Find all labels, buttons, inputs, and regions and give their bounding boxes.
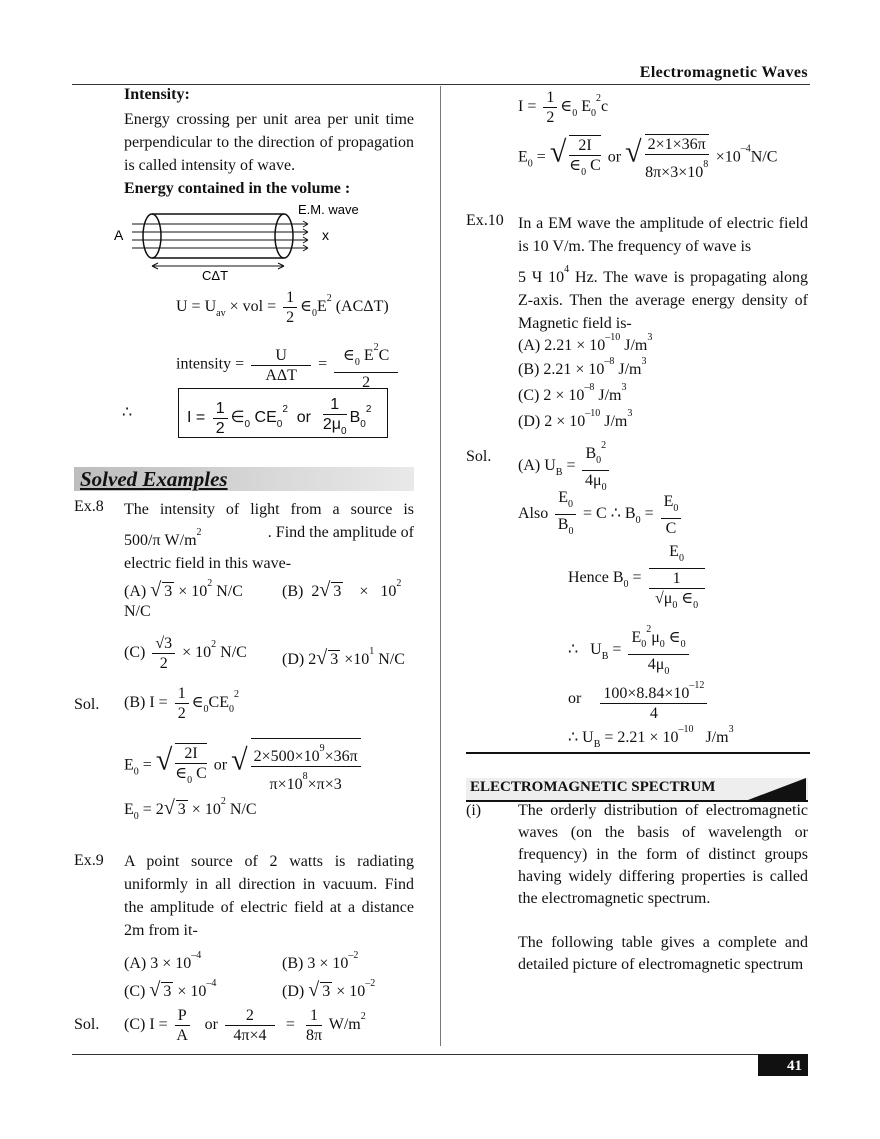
ex9-option-a: (A) 3 × 10–4 — [124, 950, 202, 972]
ex8-option-d: (D) 2√3 ×101 N/C — [282, 646, 405, 669]
column-divider — [440, 86, 441, 1046]
ex9-label: Ex.9 — [74, 852, 104, 869]
em-wave-cylinder-figure: E.M. wave A x CΔT — [114, 202, 359, 282]
ex9-option-d: (D) √3 × 10–2 — [282, 978, 376, 1001]
ex9-question: A point source of 2 watts is radiating u… — [124, 853, 414, 939]
spectrum-definition: The orderly distribution of electromagne… — [518, 802, 808, 907]
spectrum-table-intro: The following table gives a complete and… — [518, 934, 808, 973]
x-axis-label: x — [322, 227, 329, 243]
page-number: 41 — [758, 1054, 808, 1076]
intensity-definition: Energy crossing per unit area per unit t… — [124, 111, 414, 174]
ex8-sol-result: E0 = 2√3 × 102 N/C — [124, 796, 257, 822]
ex10-question: In a EM wave the amplitude of electric f… — [518, 215, 808, 332]
ex9-sol-label: Sol. — [74, 1016, 100, 1033]
title-bar-wedge — [748, 778, 806, 800]
section-rule — [466, 752, 810, 754]
ex8-question: The intensity of light from a source is … — [124, 501, 414, 572]
ex10-option-c: (C) 2 × 10–8 J/m3 — [518, 382, 627, 404]
em-wave-label: E.M. wave — [298, 202, 359, 217]
ex8-label: Ex.8 — [74, 498, 104, 515]
header-rule — [72, 84, 810, 85]
ex10-option-d: (D) 2 × 10–10 J/m3 — [518, 408, 633, 430]
spectrum-title-bar: ELECTROMAGNETIC SPECTRUM — [466, 778, 808, 802]
intensity-heading: Intensity: — [124, 86, 190, 103]
page-header-title: Electromagnetic Waves — [639, 64, 808, 81]
ex10-sol-label: Sol. — [466, 448, 492, 465]
spectrum-item-i: (i) — [466, 802, 482, 819]
ex10-option-a: (A) 2.21 × 10–10 J/m3 — [518, 332, 653, 354]
ex8-option-a: (A) √3 × 102 N/C — [124, 578, 243, 601]
ex10-option-b: (B) 2.21 × 10–8 J/m3 — [518, 356, 647, 378]
ex10-sol-final: ∴ UB = 2.21 × 10–10 J/m3 — [568, 724, 734, 750]
ex8-sol-label: Sol. — [74, 696, 100, 713]
therefore-symbol: ∴ — [122, 404, 133, 421]
ex8-option-b: (B) 2√3 × 102 — [282, 578, 402, 601]
area-label: A — [114, 227, 124, 243]
ex9-option-b: (B) 3 × 10–2 — [282, 950, 359, 972]
solved-examples-banner: Solved Examples — [74, 467, 414, 491]
ex10-label: Ex.10 — [466, 212, 504, 229]
ex8-option-b-unit: N/C — [124, 603, 151, 620]
ex9-option-c: (C) √3 × 10–4 — [124, 978, 217, 1001]
footer-rule — [72, 1054, 758, 1055]
energy-heading: Energy contained in the volume : — [124, 180, 351, 197]
length-label: CΔT — [202, 268, 228, 282]
